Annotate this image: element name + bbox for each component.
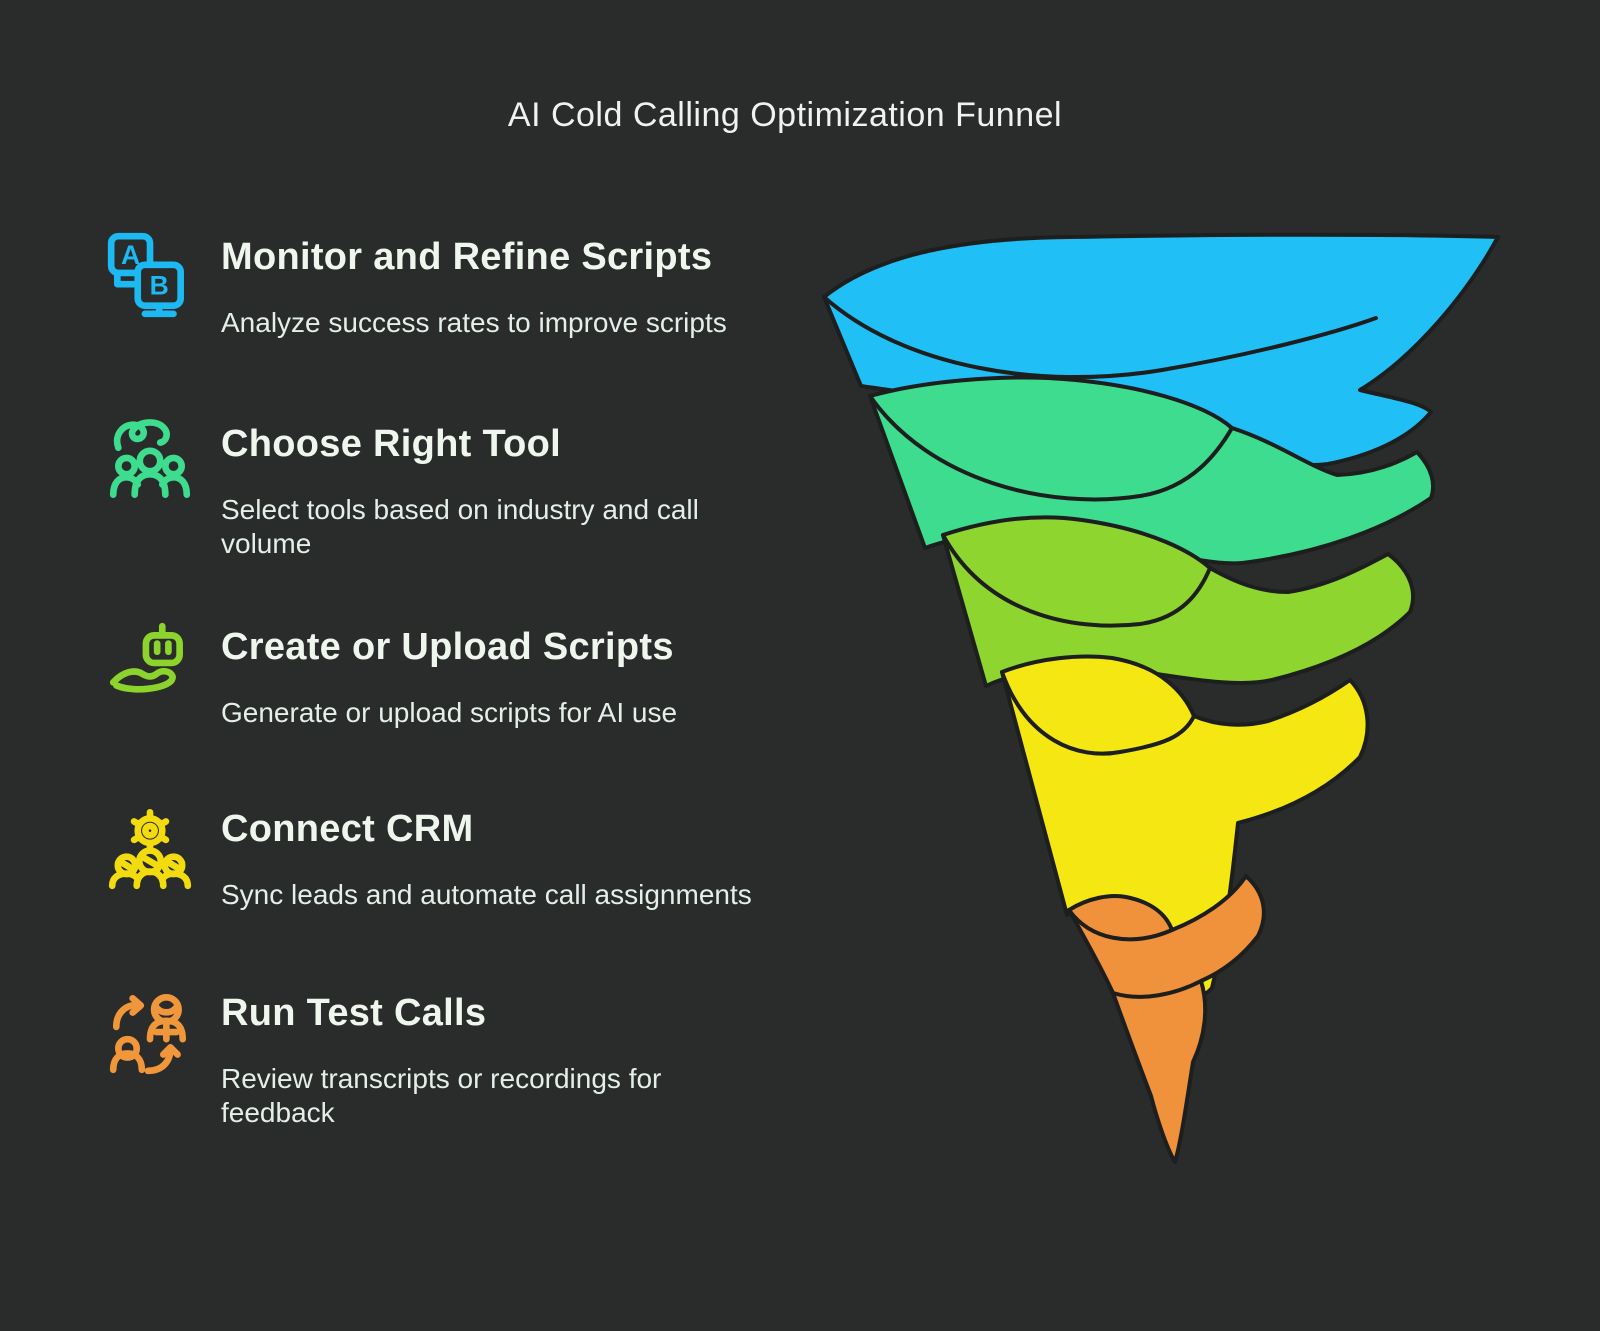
svg-text:A: A [121,240,140,270]
step-description: Generate or upload scripts for AI use [221,697,678,728]
funnel-stage-2-rim [868,394,1234,502]
people-swap-icon [103,984,197,1078]
step-title: Choose Right Tool [221,423,562,465]
funnel-stage-5-rim [1067,908,1174,942]
gear-team-icon [103,800,197,894]
ab-test-monitors-icon: A B [103,228,197,322]
page-title: AI Cold Calling Optimization Funnel [507,96,1063,134]
step-title: Create or Upload Scripts [221,626,674,668]
step-item-monitor-refine: A B Monitor and Refine Scripts Analyze s… [103,228,783,340]
funnel-illustration [780,200,1520,1200]
svg-text:B: B [150,270,169,300]
step-title: Monitor and Refine Scripts [221,236,713,278]
funnel-stage-5 [1067,874,1266,1164]
step-title: Connect CRM [221,808,474,850]
step-description: Sync leads and automate call assignments [221,879,752,910]
step-item-run-test-calls: Run Test Calls Review transcripts or rec… [103,984,783,1130]
funnel-stage-5-crease [1111,979,1203,999]
step-description: Analyze success rates to improve scripts [221,307,727,338]
step-description: Review transcripts or recordings for fee… [221,1063,662,1129]
team-select-icon [103,415,197,509]
hand-robot-icon [103,618,197,712]
funnel-stage-4-rim [1000,670,1196,756]
step-item-connect-crm: Connect CRM Sync leads and automate call… [103,800,783,912]
step-item-create-scripts: Create or Upload Scripts Generate or upl… [103,618,783,730]
step-description: Select tools based on industry and call … [221,494,699,560]
funnel-svg [822,232,1500,1164]
step-item-choose-tool: Choose Right Tool Select tools based on … [103,415,783,561]
funnel-stage-3-rim [941,533,1212,628]
step-title: Run Test Calls [221,992,487,1034]
funnel-stage-1-rim [822,295,1378,380]
